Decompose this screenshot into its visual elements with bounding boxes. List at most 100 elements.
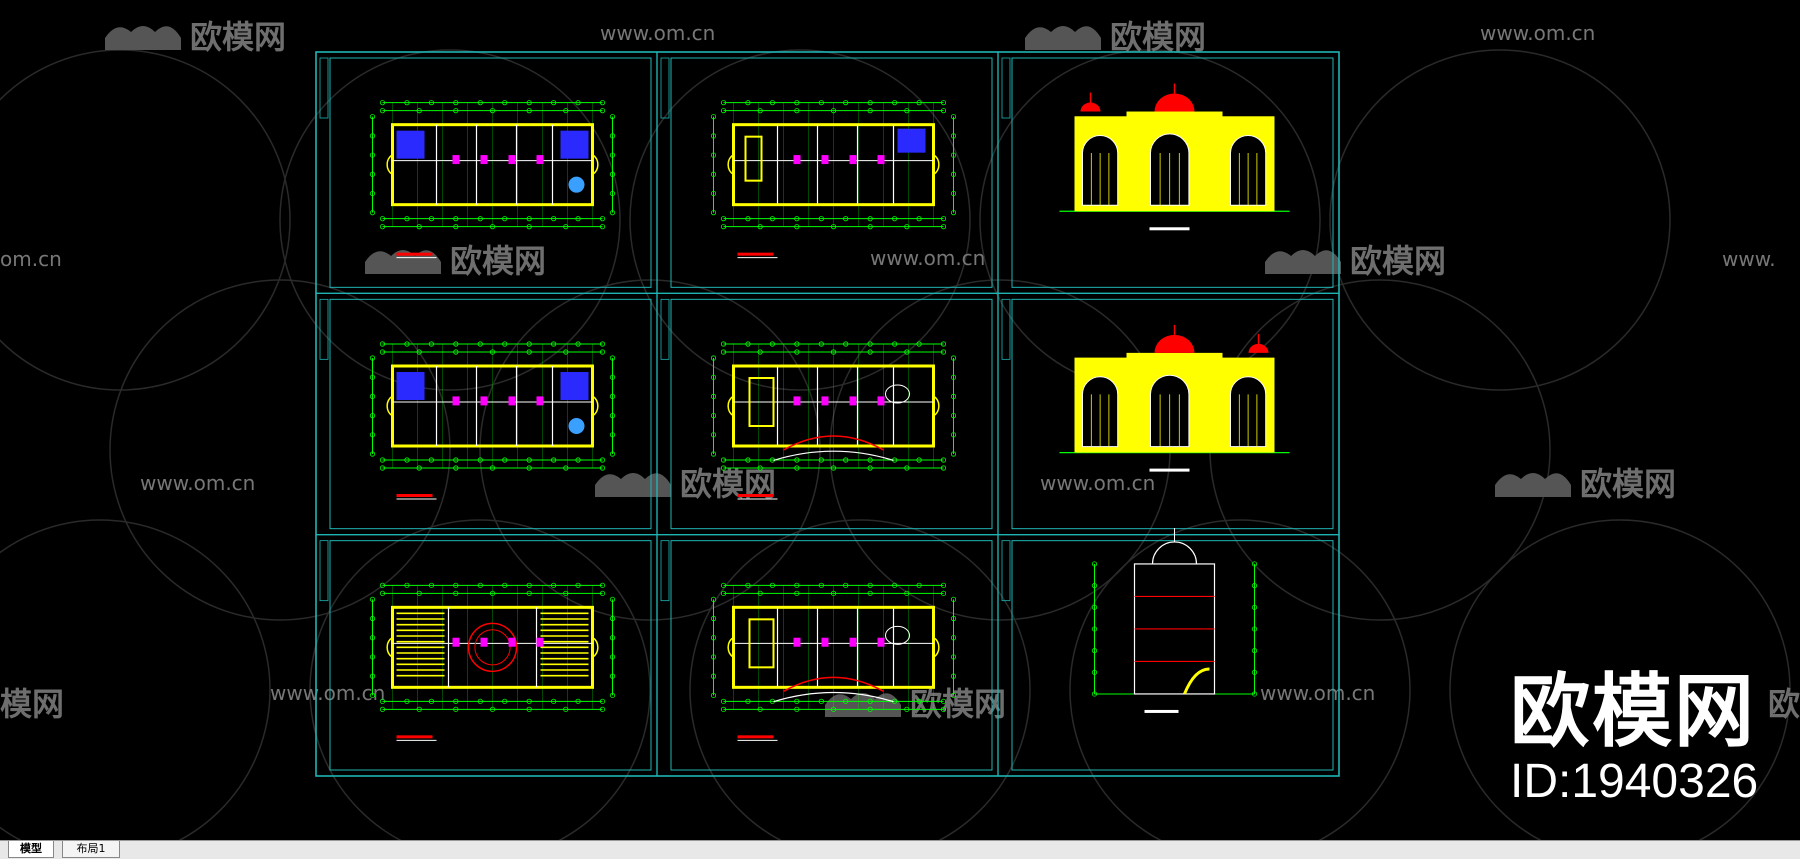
title-strip (1001, 540, 1011, 602)
exterior-wall (732, 123, 935, 207)
watermark-brand: 欧模网 (1110, 18, 1206, 56)
axis-bubble (710, 692, 717, 698)
sheet-inner-frame (329, 540, 652, 771)
axis-bubble (599, 706, 606, 712)
bay-window (933, 395, 940, 417)
drawing-title-bar (737, 494, 774, 497)
tab-model[interactable]: 模型 (8, 841, 54, 858)
axis-bubble (1251, 583, 1258, 589)
axis-bubble (904, 590, 910, 596)
axis-bubble (369, 355, 376, 361)
tab-layout1[interactable]: 布局1 (62, 841, 120, 858)
axis-bubble (757, 590, 763, 596)
axis-bubble (843, 100, 849, 106)
axis-bubble (769, 582, 775, 588)
drawing-sheet-3[interactable] (997, 51, 1340, 294)
axis-bubble (609, 654, 616, 660)
sofa-logo-icon (825, 693, 901, 717)
sheet-inner-frame (1011, 540, 1334, 771)
axis-bubble (794, 216, 800, 222)
axis-bubble (379, 341, 386, 347)
axis-bubble (720, 349, 727, 355)
sofa-logo-icon (595, 473, 671, 497)
axis-bubble (477, 100, 483, 106)
axis-bubble (950, 635, 957, 641)
drawing-sheet-9[interactable] (997, 527, 1340, 777)
watermark-brand: 欧模网 (450, 242, 546, 280)
axis-bubble (794, 698, 800, 704)
axis-bubble (710, 673, 717, 679)
axis-bubble (369, 114, 376, 120)
bay-window (386, 395, 393, 417)
drawing-sheet-7[interactable] (315, 534, 658, 777)
axis-bubble (818, 457, 824, 463)
axis-bubble (599, 698, 606, 704)
dome (1154, 93, 1195, 112)
axis-bubble (794, 465, 800, 471)
axis-bubble (369, 596, 376, 602)
exterior-wall (391, 123, 594, 207)
axis-bubble (904, 465, 910, 471)
axis-bubble (940, 349, 947, 355)
watermark-brand: 欧模网 (680, 465, 776, 503)
axis-bubble (502, 698, 508, 704)
axis-bubble (720, 465, 727, 471)
axis-bubble (1251, 604, 1258, 610)
axis-bubble (453, 457, 459, 463)
axis-bubble (502, 100, 508, 106)
axis-bubble (720, 706, 727, 712)
bay-window (727, 636, 734, 658)
axis-bubble (710, 615, 717, 622)
axis-bubble (867, 349, 873, 355)
axis-bubble (710, 133, 717, 139)
door-swing (536, 637, 544, 647)
drawing-title-bar (737, 735, 774, 739)
drawing-title-bar (396, 735, 433, 739)
axis-bubble (867, 465, 873, 471)
door-swing (849, 396, 857, 406)
sofa-logo-icon (365, 250, 441, 274)
axis-bubble (1091, 583, 1098, 589)
axis-bubble (710, 114, 717, 120)
curved-stair (783, 676, 884, 692)
axis-bubble (526, 590, 532, 596)
axis-bubble (794, 224, 800, 230)
axis-bubble (551, 100, 557, 106)
axis-bubble (599, 457, 606, 463)
door-swing (821, 155, 829, 165)
watermark-circle (0, 49, 291, 391)
axis-bubble (609, 374, 616, 380)
dome-section (1151, 541, 1198, 564)
axis-bubble (453, 224, 459, 230)
watermark-circle (1329, 49, 1671, 391)
axis-bubble (477, 582, 483, 588)
table-outline (748, 618, 775, 669)
axis-bubble (1251, 669, 1258, 675)
axis-bubble (404, 100, 410, 106)
axis-bubble (1091, 604, 1098, 610)
door-swing (480, 637, 488, 647)
axis-bubble (609, 210, 616, 216)
exterior-wall (732, 605, 935, 689)
door-swing (452, 396, 460, 406)
axis-bubble (710, 635, 717, 641)
axis-bubble (940, 465, 947, 471)
axis-bubble (892, 216, 898, 222)
axis-bubble (757, 224, 763, 230)
axis-bubble (453, 216, 459, 222)
axis-bubble (950, 210, 957, 216)
axis-bubble (428, 457, 434, 463)
axis-bubble (950, 451, 957, 457)
door-swing (793, 155, 801, 165)
axis-bubble (551, 457, 557, 463)
axis-bubble (609, 596, 616, 602)
axis-bubble (599, 582, 606, 588)
axis-bubble (769, 216, 775, 222)
drawing-sheet-6[interactable] (997, 292, 1340, 536)
axis-bubble (940, 100, 947, 106)
bathroom-fixture (560, 372, 589, 400)
drawing-sheet-8[interactable] (656, 534, 999, 777)
axis-bubble (916, 698, 922, 704)
